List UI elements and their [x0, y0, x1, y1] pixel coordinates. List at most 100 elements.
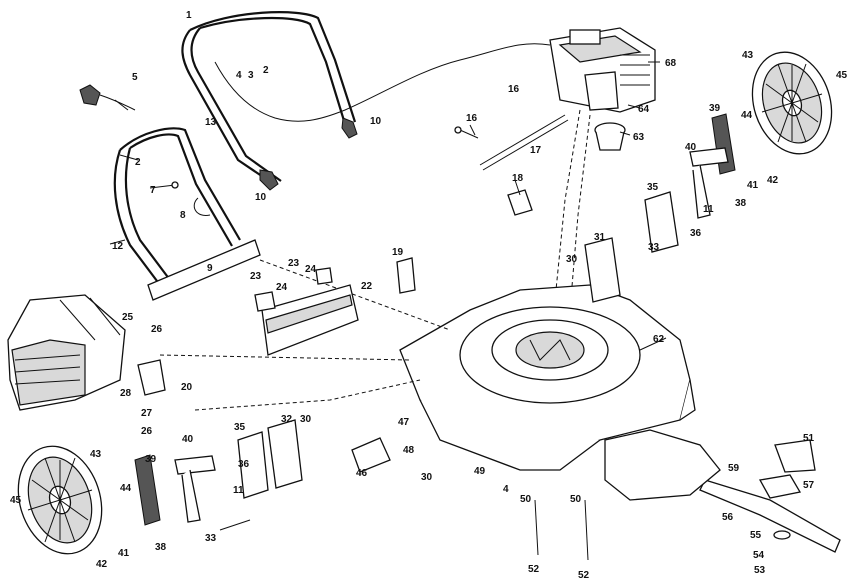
rear-shield-22 — [261, 284, 359, 356]
callout-4: 4 — [236, 70, 242, 81]
callout-26: 26 — [151, 324, 163, 335]
deck-baffle-59 — [604, 429, 721, 501]
mower-deck — [399, 284, 696, 471]
callout-52: 52 — [528, 564, 540, 575]
hinge-24 — [254, 291, 276, 312]
callout-47: 47 — [398, 417, 410, 428]
engine-shaft-dashes — [554, 109, 591, 311]
handle-knob — [79, 84, 136, 111]
callout-5: 5 — [132, 72, 138, 83]
callout-42: 42 — [96, 559, 108, 570]
axle-bracket-right-40 — [689, 147, 729, 219]
handle-clip-8 — [193, 197, 211, 216]
callout-40: 40 — [685, 142, 697, 153]
callout-10: 10 — [255, 192, 267, 203]
callout-63: 63 — [633, 132, 645, 143]
callout-44: 44 — [120, 483, 132, 494]
callout-30: 30 — [566, 254, 578, 265]
callout-39: 39 — [709, 103, 721, 114]
callout-49: 49 — [474, 466, 486, 477]
callout-41: 41 — [118, 548, 130, 559]
callout-45: 45 — [10, 495, 22, 506]
callout-54: 54 — [753, 550, 765, 561]
control-rod-17 — [479, 114, 569, 171]
callout-68: 68 — [665, 58, 677, 69]
height-bracket-right-31 — [584, 237, 621, 303]
callout-50: 50 — [520, 494, 532, 505]
callout-36: 36 — [238, 459, 250, 470]
handle-bolt-7 — [149, 181, 179, 189]
callout-45: 45 — [836, 70, 848, 81]
callout-33: 33 — [648, 242, 660, 253]
screw-16 — [454, 126, 479, 139]
cable-clip-upper — [341, 117, 358, 139]
callout-31: 31 — [594, 232, 606, 243]
bolt-33 — [219, 519, 251, 531]
callout-9: 9 — [207, 263, 213, 274]
wheel-plate-left-35 — [237, 431, 269, 499]
callout-10: 10 — [370, 116, 382, 127]
blade-washer-55 — [773, 530, 791, 540]
height-bracket-left-32 — [267, 419, 303, 489]
callout-46: 46 — [356, 468, 368, 479]
callout-8: 8 — [180, 210, 186, 221]
callout-3: 3 — [248, 70, 254, 81]
callout-20: 20 — [181, 382, 193, 393]
engine-pulley-63 — [594, 122, 626, 151]
callout-57: 57 — [803, 480, 815, 491]
grass-bag — [7, 294, 126, 411]
callout-51: 51 — [803, 433, 815, 444]
callout-16: 16 — [466, 113, 478, 124]
axle-bracket-left-40 — [174, 455, 216, 523]
callout-35: 35 — [647, 182, 659, 193]
upper-handle — [181, 11, 357, 186]
callout-48: 48 — [403, 445, 415, 456]
callout-11: 11 — [233, 485, 244, 496]
callout-23: 23 — [250, 271, 262, 282]
callout-56: 56 — [722, 512, 734, 523]
callout-38: 38 — [155, 542, 167, 553]
callout-39: 39 — [145, 454, 157, 465]
callout-55: 55 — [750, 530, 762, 541]
front-wheel-right-43 — [751, 51, 833, 155]
bag-frame-bracket — [137, 359, 166, 396]
rear-wheel-left-43 — [17, 445, 103, 555]
callout-59: 59 — [728, 463, 740, 474]
callout-11: 11 — [703, 204, 714, 215]
lower-handle — [113, 127, 241, 286]
callout-43: 43 — [742, 50, 754, 61]
cable-clip-lower — [259, 169, 279, 191]
callout-7: 7 — [150, 185, 156, 196]
blade-adapter-57 — [758, 474, 802, 499]
callout-33: 33 — [205, 533, 217, 544]
callout-28: 28 — [120, 388, 132, 399]
callout-64: 64 — [638, 104, 650, 115]
callout-2: 2 — [263, 65, 269, 76]
callout-2: 2 — [135, 157, 141, 168]
callout-23: 23 — [288, 258, 300, 269]
blade-support-51 — [774, 439, 816, 473]
callout-27: 27 — [141, 408, 153, 419]
callout-22: 22 — [361, 281, 373, 292]
callout-30: 30 — [300, 414, 312, 425]
callout-52: 52 — [578, 570, 590, 581]
callout-35: 35 — [234, 422, 246, 433]
callout-12: 12 — [112, 241, 124, 252]
callout-24: 24 — [276, 282, 288, 293]
callout-labels: 1 2 2 3 4 4 5 7 8 9 10 10 11 11 12 13 16… — [10, 10, 848, 581]
adjuster-lever-left-39 — [134, 454, 161, 526]
callout-41: 41 — [747, 180, 759, 191]
leader-lines — [109, 61, 667, 351]
bracket-19 — [396, 257, 416, 294]
callout-25: 25 — [122, 312, 134, 323]
callout-1: 1 — [186, 10, 192, 21]
callout-17: 17 — [530, 145, 542, 156]
rear-axle-lines — [159, 259, 451, 411]
callout-36: 36 — [690, 228, 702, 239]
callout-40: 40 — [182, 434, 194, 445]
callout-13: 13 — [205, 117, 217, 128]
callout-24: 24 — [305, 264, 317, 275]
blade-56 — [699, 479, 841, 553]
callout-43: 43 — [90, 449, 102, 460]
throttle-cable — [214, 43, 551, 122]
